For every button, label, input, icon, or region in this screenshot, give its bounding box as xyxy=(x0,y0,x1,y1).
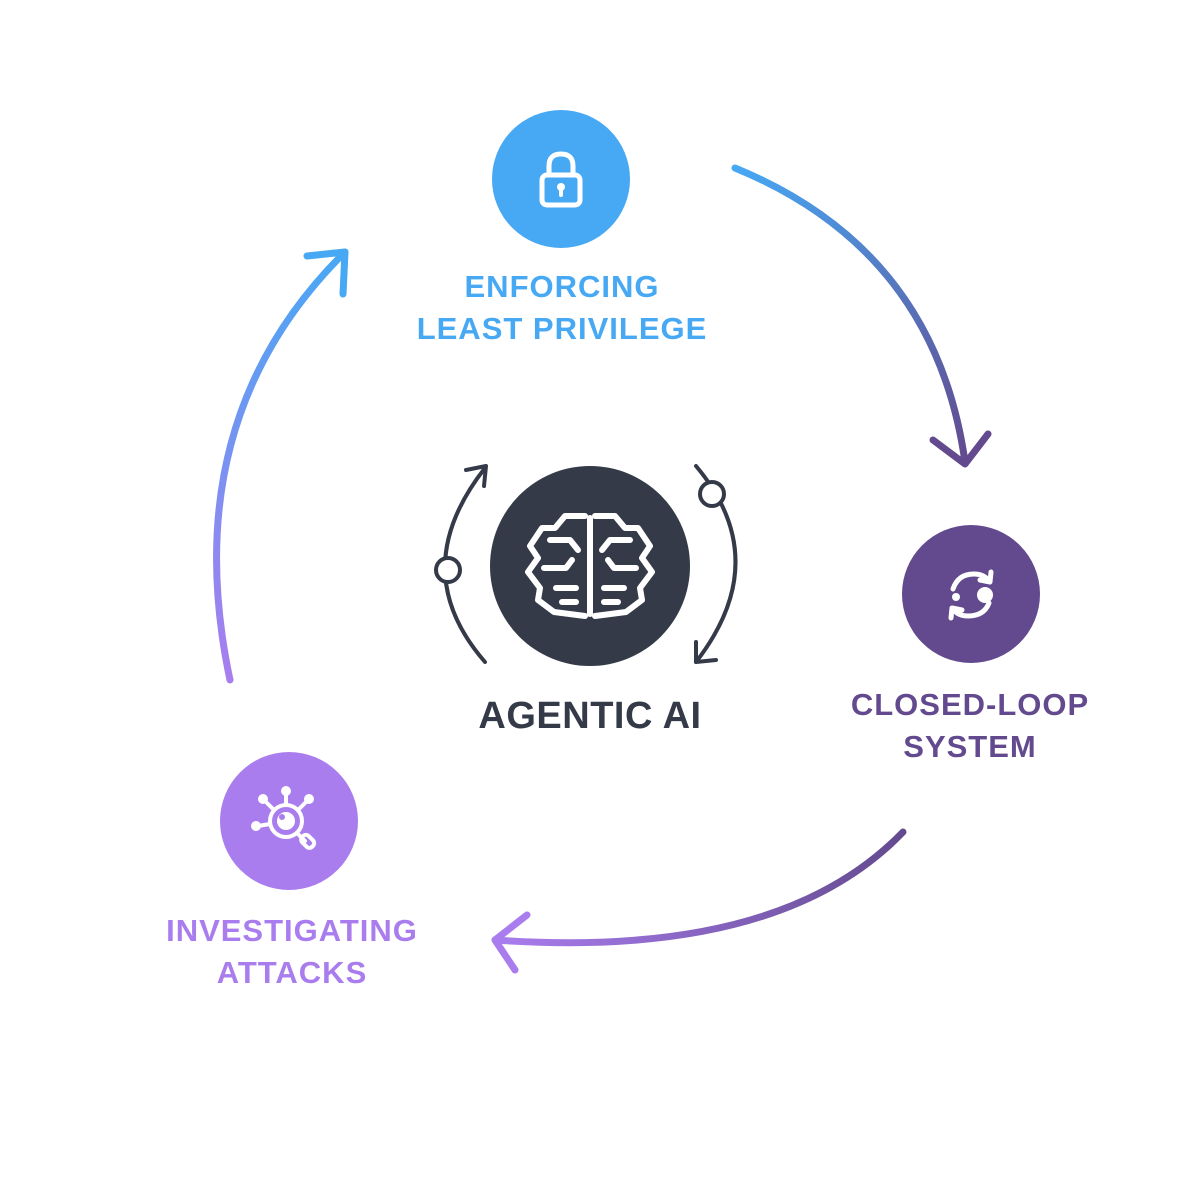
center-orbit-left xyxy=(434,464,488,664)
agentic-ai-circle xyxy=(490,466,690,666)
refresh-cycle-icon xyxy=(948,569,994,621)
center-orbit-right xyxy=(694,464,738,664)
investigating-node-label: INVESTIGATING ATTACKS xyxy=(130,910,454,994)
enforcing-node-circle xyxy=(492,110,630,248)
enforcing-label-line2: LEAST PRIVILEGE xyxy=(416,311,708,346)
closed-loop-label-line2: SYSTEM xyxy=(903,729,1037,764)
investigating-node-circle xyxy=(220,752,358,890)
investigating-label-line2: ATTACKS xyxy=(216,955,368,990)
agentic-ai-label: AGENTIC AI xyxy=(478,695,702,737)
closed-loop-node-circle xyxy=(902,525,1040,663)
circuit-brain-icon xyxy=(525,513,655,619)
enforcing-node-label: ENFORCING LEAST PRIVILEGE xyxy=(380,266,744,350)
arrow-enforcing-to-closed-loop xyxy=(731,164,992,468)
padlock-icon xyxy=(539,151,583,208)
arrow-investigating-to-enforcing xyxy=(213,248,349,684)
arrow-closed-loop-to-investigating xyxy=(491,828,907,974)
threat-investigation-icon xyxy=(251,786,317,850)
enforcing-label-line1: ENFORCING xyxy=(464,269,660,304)
investigating-label-line1: INVESTIGATING xyxy=(166,913,418,948)
closed-loop-label-line1: CLOSED-LOOP xyxy=(850,687,1090,722)
closed-loop-node-label: CLOSED-LOOP SYSTEM xyxy=(820,684,1120,768)
